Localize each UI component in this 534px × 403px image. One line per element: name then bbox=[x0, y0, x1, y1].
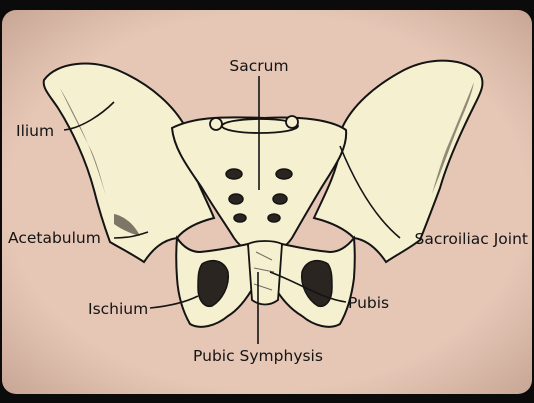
right-sacral-process bbox=[286, 116, 298, 128]
label-sacrum: Sacrum bbox=[229, 57, 288, 75]
label-sacroiliac-joint: Sacroiliac Joint bbox=[414, 230, 528, 248]
foramen bbox=[273, 194, 287, 204]
left-sacral-process bbox=[210, 118, 222, 130]
foramen bbox=[229, 194, 243, 204]
label-ischium: Ischium bbox=[88, 300, 148, 318]
slide-frame: Sacrum Ilium Acetabulum Sacroiliac Joint… bbox=[2, 10, 532, 394]
label-ilium: Ilium bbox=[16, 122, 54, 140]
label-pubic-symphysis: Pubic Symphysis bbox=[193, 347, 323, 365]
foramen bbox=[226, 169, 242, 179]
pubic-symphysis-joint bbox=[248, 241, 282, 305]
foramen bbox=[276, 169, 292, 179]
pelvis-diagram: Sacrum Ilium Acetabulum Sacroiliac Joint… bbox=[2, 10, 532, 394]
label-acetabulum: Acetabulum bbox=[8, 229, 101, 247]
foramen bbox=[234, 214, 246, 222]
label-pubis: Pubis bbox=[348, 294, 389, 312]
foramen bbox=[268, 214, 280, 222]
